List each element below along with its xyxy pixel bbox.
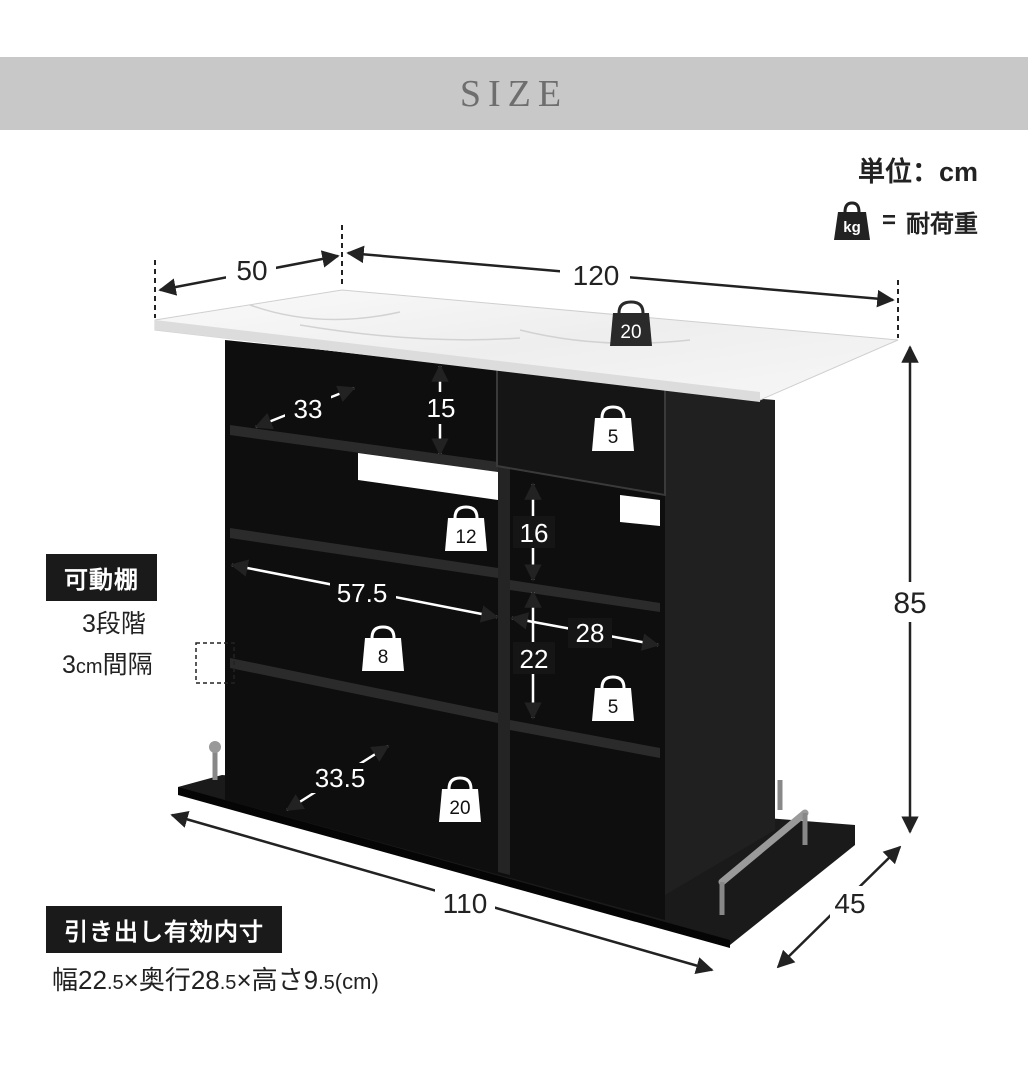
dim-110-label: 110 (443, 888, 488, 919)
load-icon-bottom: 20 (439, 776, 481, 822)
dim-33-5-label: 33.5 (315, 763, 366, 793)
dim-33-label: 33 (294, 394, 323, 424)
dim-45-label: 45 (834, 888, 865, 919)
svg-text:12: 12 (455, 527, 476, 548)
dim-22-label: 22 (520, 644, 549, 674)
load-legend: kg = 耐荷重 (832, 200, 978, 242)
size-banner: SIZE (0, 57, 1028, 130)
legend-kg-text: kg (843, 219, 861, 236)
dim-15-label: 15 (427, 393, 456, 423)
drawer-inner-size: 幅22.5×奥行28.5×高さ9.5(cm) (52, 965, 379, 995)
load-icon-drawer: 5 (592, 405, 634, 451)
interval-text: 間隔 (102, 651, 153, 679)
legend-text: 耐荷重 (906, 210, 978, 238)
drawer-inner-tag: 引き出し有効内寸 (46, 906, 282, 953)
right-shelf-2 (510, 720, 660, 758)
right-side-panel (665, 390, 775, 895)
unit-label: 単位：cm (857, 157, 978, 187)
load-icon-top: 20 (610, 300, 652, 346)
adjustable-steps: 3段階 (82, 610, 146, 638)
load-icon-right-lower: 5 (592, 675, 634, 721)
svg-text:20: 20 (620, 322, 641, 343)
dim-28-label: 28 (576, 618, 605, 648)
legend-equals: = (881, 207, 896, 234)
adjustable-interval: 3cm間隔 (62, 645, 153, 681)
dim-120-label: 120 (573, 260, 620, 291)
svg-text:5: 5 (608, 427, 619, 448)
interval-unit: cm (75, 656, 103, 678)
shelf-1 (230, 425, 498, 472)
adjustable-shelf-tag: 可動棚 (46, 554, 157, 601)
shelf-3 (230, 658, 498, 723)
dim-50-label: 50 (236, 255, 267, 286)
svg-text:8: 8 (378, 647, 389, 668)
weight-icon: kg (833, 201, 870, 240)
svg-text:20: 20 (449, 798, 470, 819)
dim-85-label: 85 (893, 587, 926, 620)
size-title: SIZE (459, 72, 569, 115)
load-icon-shelf-upper: 12 (445, 505, 487, 551)
load-icon-shelf-mid: 8 (362, 625, 404, 671)
center-divider (498, 365, 510, 875)
dim-57-5-label: 57.5 (337, 578, 388, 608)
dim-16-label: 16 (520, 518, 549, 548)
right-shelf-1 (510, 580, 660, 612)
svg-text:5: 5 (608, 697, 619, 718)
interval-num: 3 (62, 651, 76, 679)
